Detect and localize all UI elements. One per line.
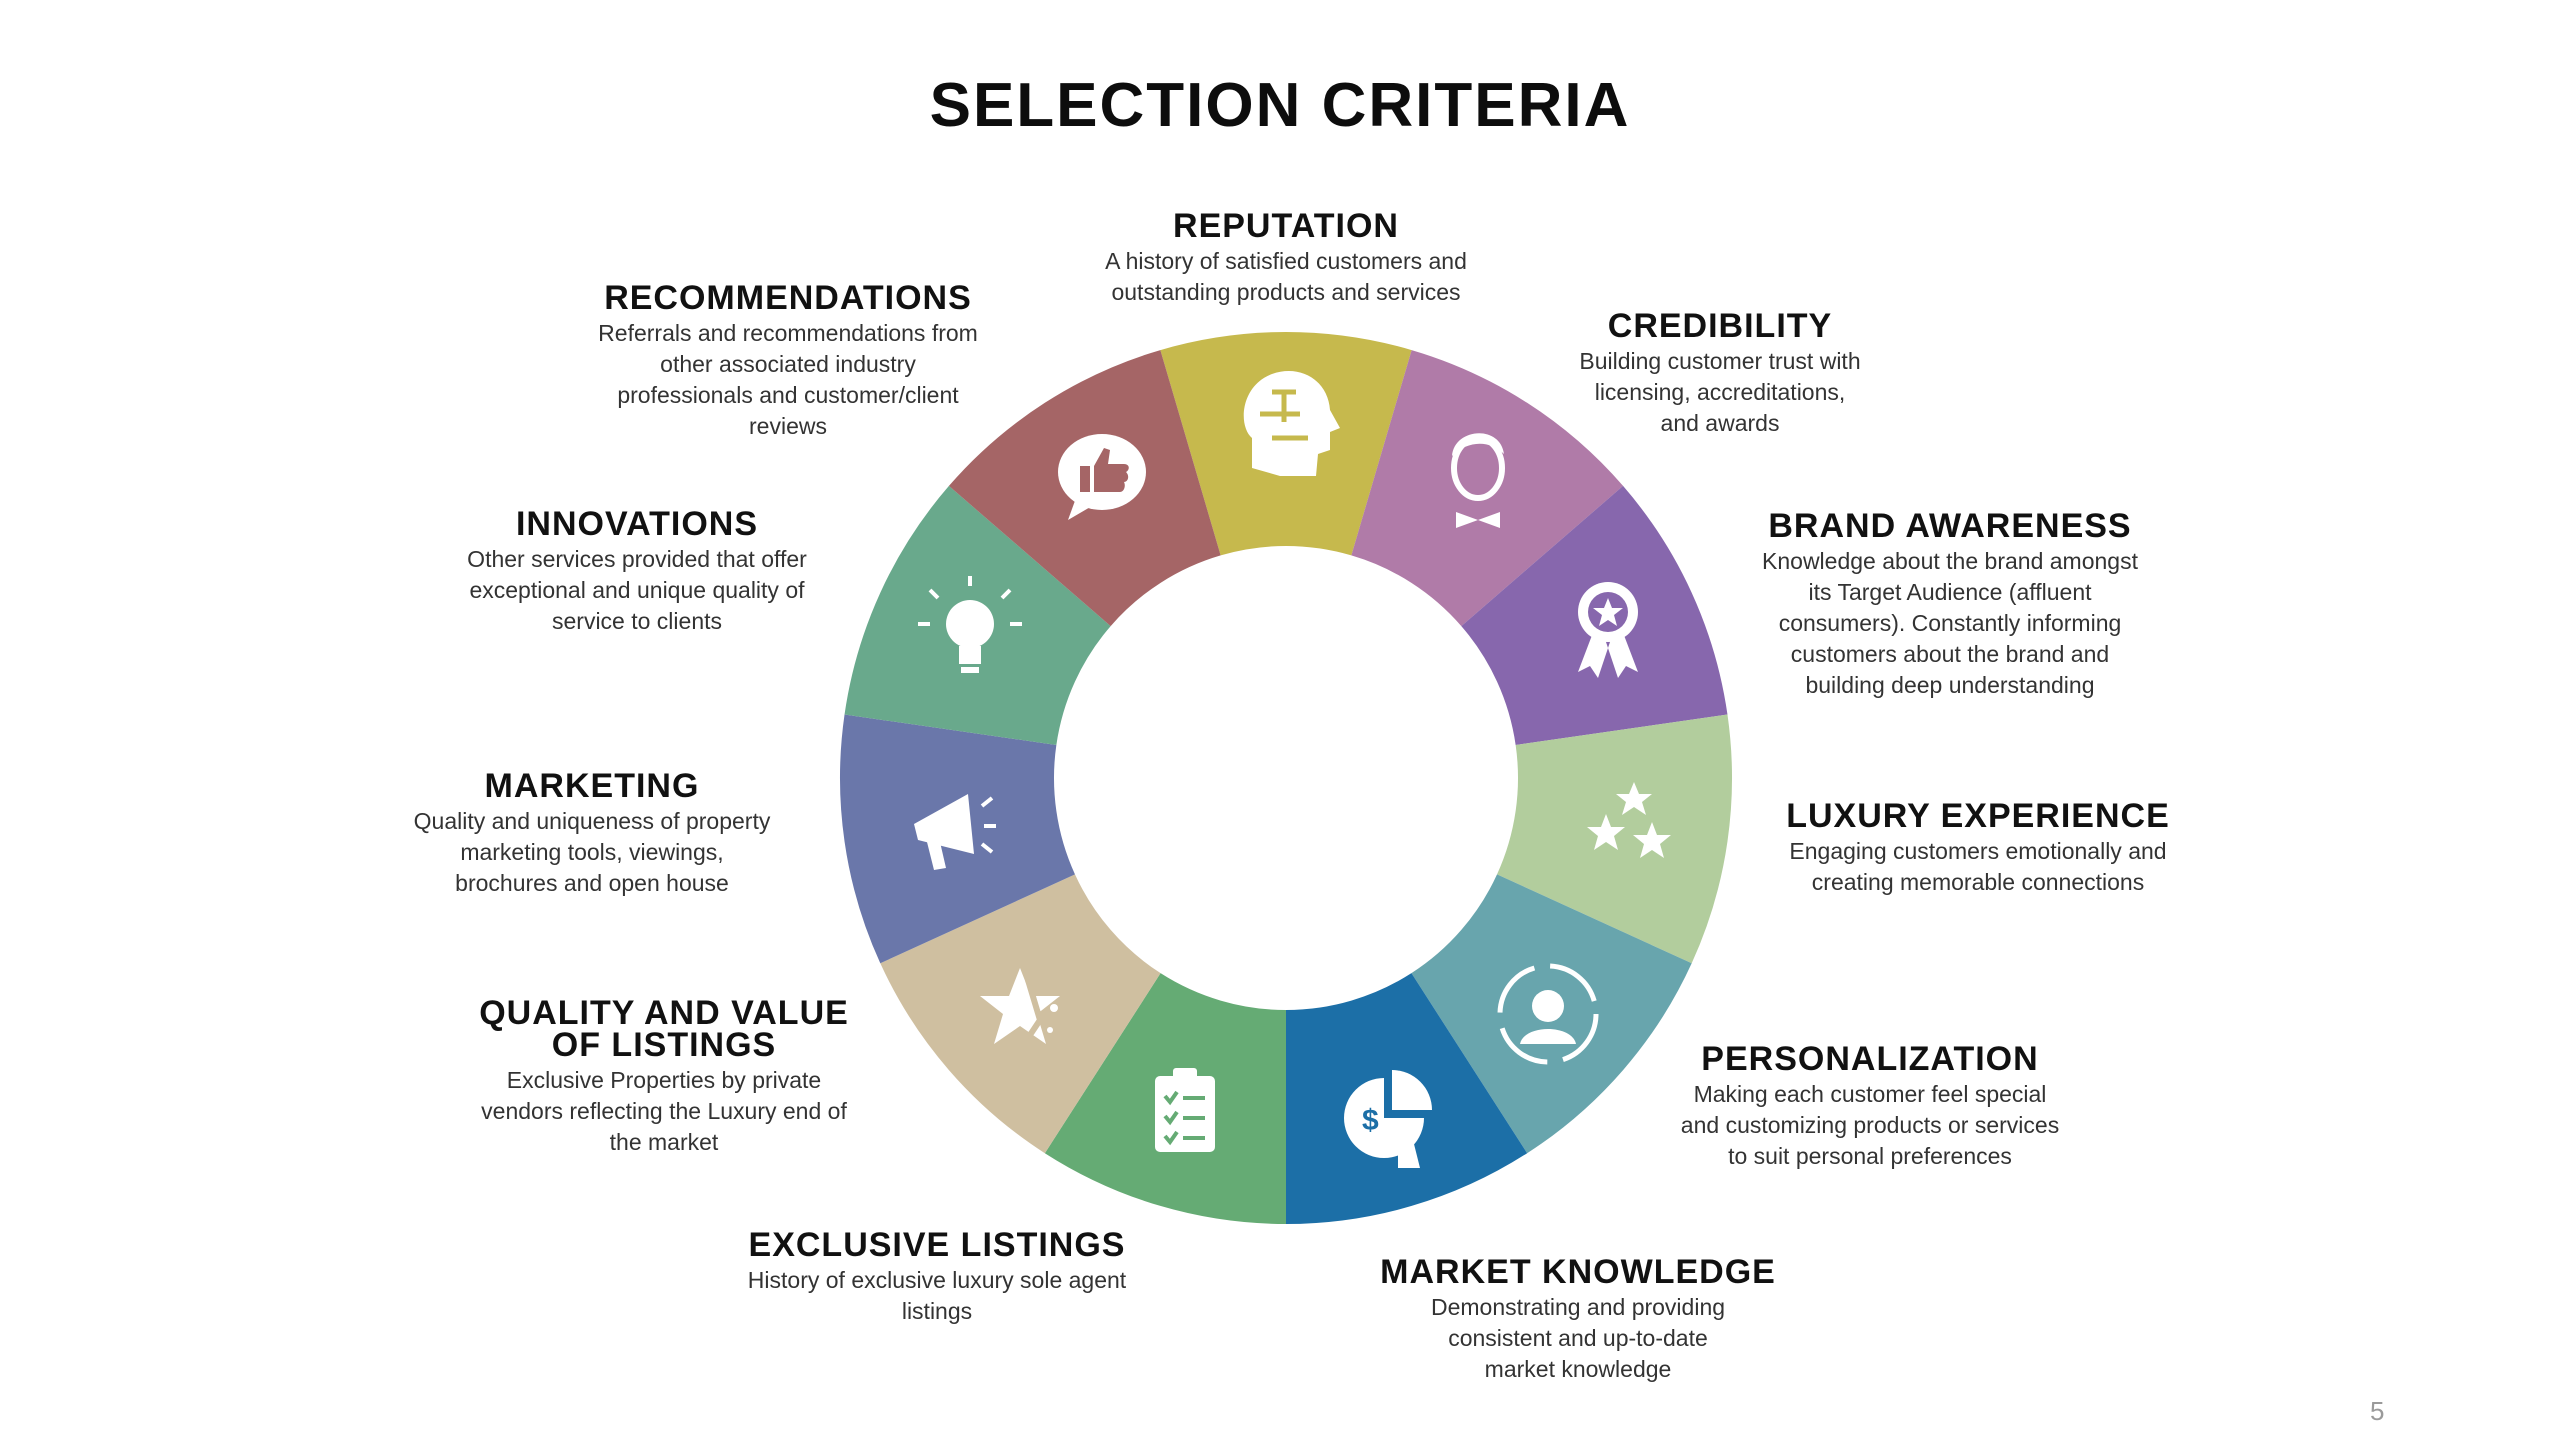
- stars-icon: [1587, 782, 1671, 858]
- heading-credibility: CREDIBILITY: [1607, 307, 1833, 345]
- label-luxury-experience: LUXURY EXPERIENCE Engaging customers emo…: [1786, 797, 2170, 898]
- heading-marketing: MARKETING: [484, 767, 700, 805]
- desc-quality-value: Exclusive Properties by private vendors …: [481, 1067, 847, 1155]
- label-marketing: MARKETING Quality and uniqueness of prop…: [413, 767, 771, 899]
- desc-personalization: Making each customer feel special and cu…: [1680, 1081, 2060, 1169]
- thumbs-up-bubble-icon: [1058, 434, 1146, 520]
- desc-innovations: Other services provided that offer excep…: [467, 546, 807, 634]
- label-quality-value: QUALITY AND VALUE OF LISTINGS Exclusive …: [479, 994, 849, 1158]
- label-reputation: REPUTATION A history of satisfied custom…: [1105, 207, 1467, 308]
- heading-exclusive-listings: EXCLUSIVE LISTINGS: [748, 1226, 1126, 1264]
- heading-personalization: PERSONALIZATION: [1701, 1040, 2039, 1078]
- star-sparkle-icon: [980, 968, 1060, 1044]
- megaphone-icon: [914, 794, 996, 870]
- clipboard-checklist-icon: [1155, 1068, 1215, 1152]
- label-credibility: CREDIBILITY Building customer trust with…: [1579, 307, 1861, 439]
- desc-brand-awareness: Knowledge about the brand amongst its Ta…: [1762, 548, 2138, 698]
- heading-reputation: REPUTATION: [1173, 207, 1399, 245]
- heading-luxury-experience: LUXURY EXPERIENCE: [1786, 797, 2170, 835]
- heading-market-knowledge: MARKET KNOWLEDGE: [1380, 1253, 1776, 1291]
- desc-marketing: Quality and uniqueness of property marke…: [413, 808, 771, 896]
- heading-innovations: INNOVATIONS: [515, 505, 759, 543]
- label-exclusive-listings: EXCLUSIVE LISTINGS History of exclusive …: [747, 1226, 1127, 1327]
- label-personalization: PERSONALIZATION Making each customer fee…: [1680, 1040, 2060, 1172]
- label-market-knowledge: MARKET KNOWLEDGE Demonstrating and provi…: [1380, 1253, 1776, 1385]
- heading-quality-value: QUALITY AND VALUE OF LISTINGS: [479, 994, 849, 1064]
- award-ribbon-icon: [1578, 582, 1638, 678]
- desc-luxury-experience: Engaging customers emotionally and creat…: [1789, 838, 2167, 895]
- label-brand-awareness: BRAND AWARENESS Knowledge about the bran…: [1762, 507, 2138, 701]
- segment-credibility: [1351, 350, 1624, 627]
- puzzle-head-icon: [1243, 371, 1340, 476]
- label-innovations: INNOVATIONS Other services provided that…: [467, 505, 807, 637]
- label-recommendations: RECOMMENDATIONS Referrals and recommenda…: [598, 279, 978, 442]
- desc-recommendations: Referrals and recommendations from other…: [598, 320, 978, 439]
- desc-exclusive-listings: History of exclusive luxury sole agent l…: [747, 1267, 1127, 1324]
- person-bowtie-icon: [1451, 433, 1505, 528]
- svg-text:$: $: [1362, 1104, 1379, 1137]
- page-title: SELECTION CRITERIA: [929, 71, 1631, 140]
- chart-hand-icon: $: [1344, 1070, 1432, 1168]
- person-cycle-icon: [1497, 963, 1599, 1065]
- desc-market-knowledge: Demonstrating and providing consistent a…: [1430, 1294, 1726, 1382]
- desc-reputation: A history of satisfied customers and out…: [1105, 248, 1467, 305]
- lightbulb-icon: [918, 576, 1022, 673]
- heading-recommendations: RECOMMENDATIONS: [604, 279, 972, 317]
- desc-credibility: Building customer trust with licensing, …: [1579, 348, 1861, 436]
- page-number: 5: [2370, 1396, 2385, 1426]
- heading-brand-awareness: BRAND AWARENESS: [1768, 507, 2132, 545]
